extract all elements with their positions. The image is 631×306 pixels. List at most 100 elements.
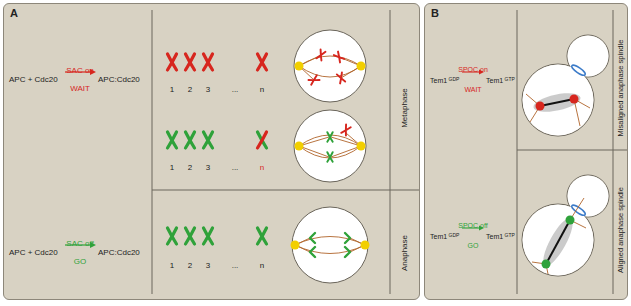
chromosome [186,54,195,70]
checkpoint-state: SPOC off [458,222,487,229]
mother-outline [522,204,594,276]
microtubules [299,133,361,158]
chromosome [258,228,267,244]
reaction-term: Tem1 [486,233,503,240]
yeast-cell [522,175,609,276]
chromatid [310,233,315,243]
chromosome [204,132,213,148]
yeast-cell [522,35,609,136]
checkpoint-state: WAIT [464,86,481,93]
checkpoint-state: GO [74,258,86,266]
spindle-pole [566,216,575,225]
chromosome-number: n [260,86,264,94]
checkpoint-state: SAC on [66,67,94,75]
chromosome-number: 1 [170,262,174,270]
reaction-term: APC + Cdc20 [9,249,58,257]
mother-fill [523,205,594,276]
spindle [546,220,570,264]
chromosome [258,132,267,148]
microtubule [331,146,361,157]
chromosome-number: 3 [206,86,210,94]
astral-microtubules [532,198,586,274]
mother-outline [522,64,594,136]
chromosome [327,132,332,142]
chromosome-row [168,54,267,70]
chromosome-number: ... [232,262,239,270]
spindle-pole [291,241,300,250]
chromosome-number: 2 [188,164,192,172]
chromatid [345,233,350,243]
phase-label: Anaphase [401,235,409,271]
cell [294,30,366,102]
spindle-pole [542,260,551,269]
separator-line [152,190,419,191]
microtubule [295,245,365,254]
spindle-pole [295,142,304,151]
bud-fill [568,176,609,217]
nucleus [538,214,578,269]
cell [291,207,370,283]
separator-line [152,10,153,294]
checkpoint-state: SPOC on [458,66,488,73]
chromosome [258,132,267,148]
chromosome-number: 1 [170,86,174,94]
chromosome [168,228,177,244]
superscript: GTP [505,77,515,82]
panel-letter: B [431,8,439,19]
chromosome-number: n [260,262,264,270]
microtubules [299,55,361,80]
reaction-term: Tem1 [486,77,503,84]
cell-outline [294,30,366,102]
chromosome-number: ... [232,164,239,172]
chromosome-number: 2 [188,262,192,270]
chromosome [341,124,350,135]
microtubule [299,146,329,157]
panel-letter: A [10,8,18,19]
reaction-term: APC:Cdc20 [98,249,140,257]
checkpoint-state: WAIT [70,85,90,93]
chromosome-number: 3 [206,262,210,270]
chromosome [327,152,332,162]
chromosome [168,54,177,70]
cell-outline [294,110,366,182]
chromosome [337,73,345,84]
bud-neck [570,64,586,77]
mother-fill [523,65,594,136]
chromosome-number: ... [232,86,239,94]
chromosome [334,52,344,63]
chromosome-number: 2 [188,86,192,94]
reaction-term: APC + Cdc20 [9,76,58,84]
spindle-pole [536,102,545,111]
cell-outline [292,207,368,283]
chromosome [308,75,319,84]
phase-label: Metaphase [401,88,409,128]
reaction-term: Tem1 [430,233,447,240]
separator-line [517,150,627,151]
chromosome [186,132,195,148]
separator-lines [152,10,627,294]
chromosome-row [168,228,267,244]
astral-microtubules [526,94,590,126]
chromosome-number: 3 [206,164,210,172]
chromosome [168,132,177,148]
microtubules [295,237,365,254]
phase-label: Aligned anaphase spindle [617,187,625,273]
bud-fill [568,36,609,77]
superscript: GTP [505,233,515,238]
reaction-term: Tem1 [430,77,447,84]
microtubule [299,66,361,77]
chromatids [310,233,350,257]
chromosome-row [168,132,267,148]
chromosome-number: n [260,164,264,172]
spindle-pole [361,241,370,250]
microtubule [331,137,361,146]
chromosome [186,228,195,244]
microtubule [299,56,361,66]
spindle-pole [357,142,366,151]
chromosome [317,50,326,61]
nucleus [532,90,582,116]
separator-line [517,10,518,294]
spindle-pole [570,95,579,104]
